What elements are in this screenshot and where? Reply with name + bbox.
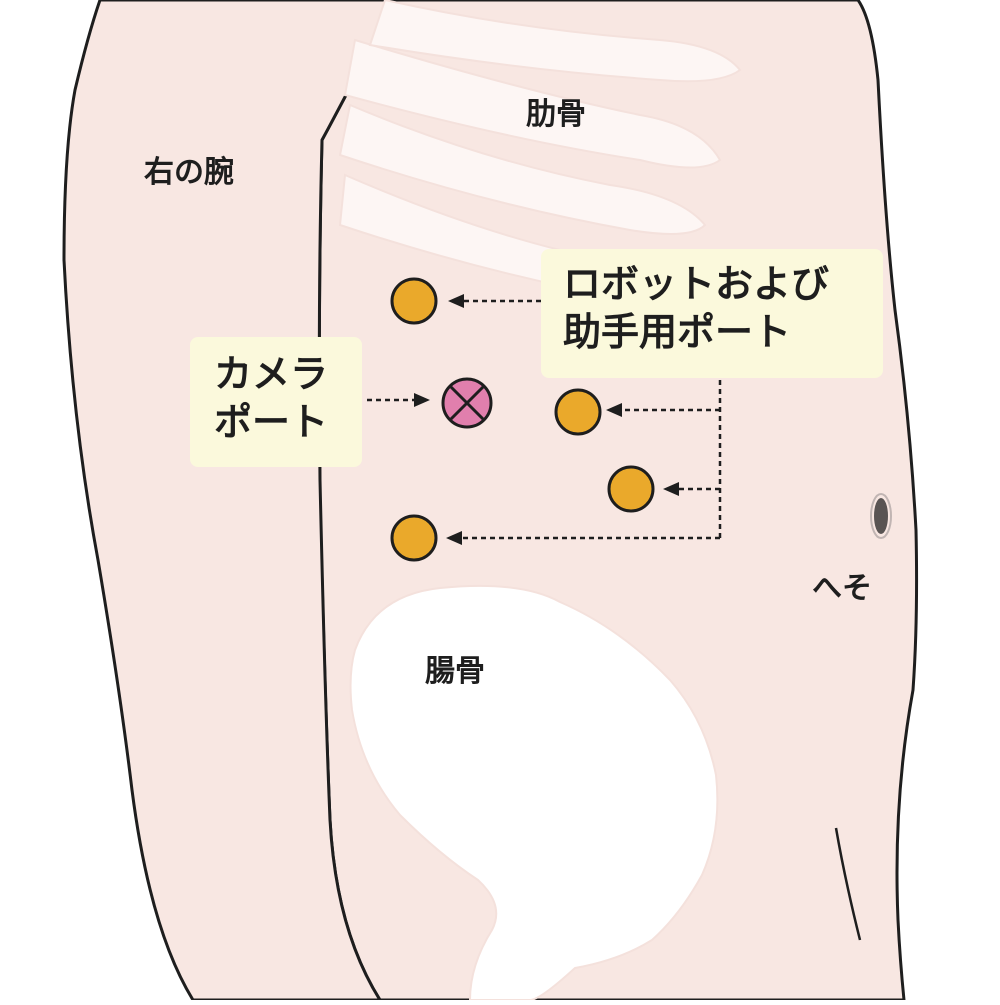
ribs-label: 肋骨 — [526, 97, 586, 132]
right-arm-skin — [62, 0, 397, 1002]
navel-label: へそ — [812, 571, 872, 606]
robot-port-marker — [607, 465, 655, 513]
arrow-head-robot-lower — [663, 482, 679, 496]
ilium-bone — [349, 584, 719, 1001]
robot-assist-ports-callout-line: ロボットおよび — [563, 262, 830, 306]
arrow-head-robot-bottom — [446, 531, 462, 545]
arm-crease-line — [834, 827, 862, 941]
arrow-head-camera — [414, 393, 430, 407]
camera-port-callout: カメラ ポート — [190, 337, 362, 467]
robot-port-marker — [390, 277, 438, 325]
robot-port-marker — [554, 388, 602, 436]
arrow-head-robot-mid — [606, 403, 622, 417]
ilium-label: 腸骨 — [425, 654, 485, 689]
robot-assist-ports-callout-line: 助手用ポート — [563, 309, 792, 354]
camera-port-callout-line: ポート — [214, 399, 329, 444]
navel-mark — [874, 498, 888, 534]
camera-port-callout-line: カメラ — [214, 352, 329, 396]
arrow-heads — [414, 294, 679, 545]
navel-mark-halo — [870, 493, 892, 539]
robot-port-marker — [390, 514, 438, 562]
arrow-lines — [367, 299, 722, 540]
camera-port-marker — [441, 377, 493, 429]
robot-assist-ports-callout: ロボットおよび 助手用ポート — [541, 249, 883, 378]
right-arm-label: 右の腕 — [144, 155, 234, 190]
robot-ports — [390, 277, 655, 562]
arrow-head-robot-top — [448, 294, 464, 308]
